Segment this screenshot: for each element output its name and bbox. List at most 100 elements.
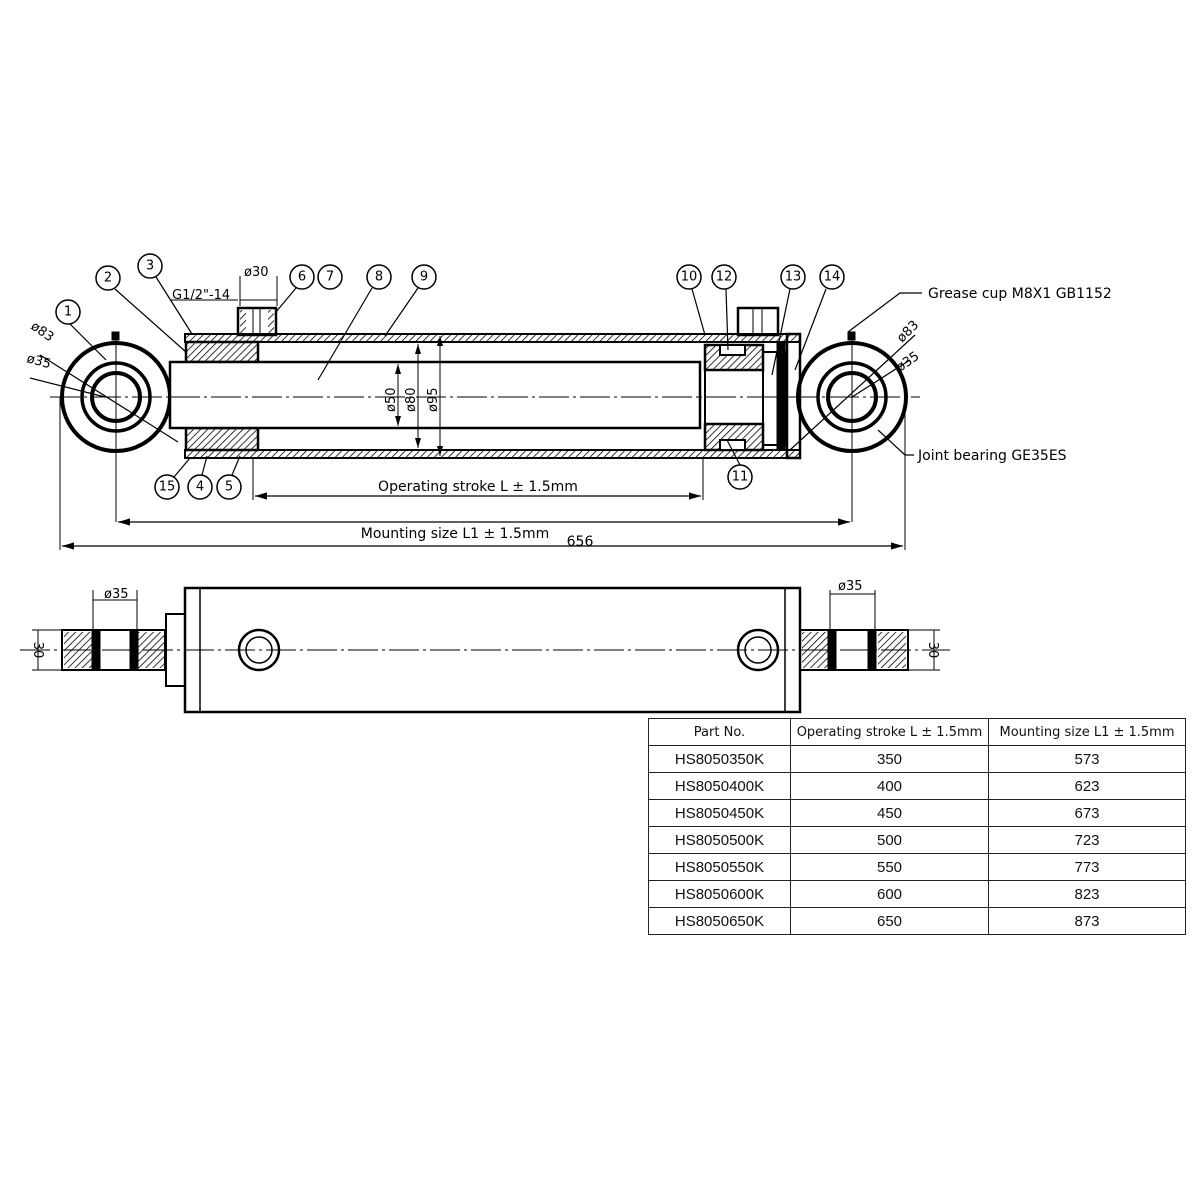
- joint-bearing-label: Joint bearing GE35ES: [917, 448, 1067, 464]
- port-circle-right: [736, 628, 780, 672]
- callout-circle: [819, 264, 845, 290]
- callout-circle: [317, 264, 343, 290]
- callout-number: 4: [196, 480, 204, 495]
- callout-13: 13: [780, 264, 806, 290]
- callout-circle: [676, 264, 702, 290]
- side-view: [20, 586, 950, 714]
- grease-cup-label: Grease cup M8X1 GB1152: [928, 286, 1112, 302]
- port-dia-label: ø30: [244, 265, 269, 280]
- callout-3: 3: [137, 253, 163, 279]
- overall-length-label: 656: [567, 534, 594, 550]
- callout-circle: [137, 253, 163, 279]
- cell-mounting-size: 873: [988, 907, 1186, 935]
- right-eye-side: [799, 629, 909, 671]
- cell-mounting-size: 823: [988, 880, 1186, 908]
- callout-circle: [366, 264, 392, 290]
- port-left: [236, 306, 278, 337]
- cell-part-no: HS8050550K: [648, 853, 791, 881]
- cell-part-no: HS8050450K: [648, 799, 791, 827]
- callout-7: 7: [317, 264, 343, 290]
- cell-mounting-size: 723: [988, 826, 1186, 854]
- callout-number: 8: [375, 270, 383, 285]
- callout-circle: [154, 474, 180, 500]
- callout-number: 5: [225, 480, 233, 495]
- callout-circle: [411, 264, 437, 290]
- callout-circle: [711, 264, 737, 290]
- grease-nipple-right: [847, 331, 856, 341]
- cell-mounting-size: 573: [988, 745, 1186, 773]
- callout-5: 5: [216, 474, 242, 500]
- side-right-dia-label: ø35: [838, 579, 863, 594]
- eye-outer-left-label: ø83: [28, 319, 57, 345]
- cell-operating-stroke: 600: [790, 880, 989, 908]
- left-rod-eye: [29, 331, 179, 522]
- leader-lines: [69, 276, 922, 478]
- side-right-width-label: 30: [925, 642, 940, 659]
- cell-operating-stroke: 650: [790, 907, 989, 935]
- callout-circle: [216, 474, 242, 500]
- callout-number: 14: [824, 270, 841, 285]
- cell-operating-stroke: 500: [790, 826, 989, 854]
- cell-part-no: HS8050350K: [648, 745, 791, 773]
- cell-mounting-size: 673: [988, 799, 1186, 827]
- callout-circle: [780, 264, 806, 290]
- tube-dia-label: ø95: [426, 388, 441, 413]
- callout-circle: [289, 264, 315, 290]
- cell-operating-stroke: 550: [790, 853, 989, 881]
- callout-number: 15: [159, 480, 176, 495]
- cell-part-no: HS8050600K: [648, 880, 791, 908]
- cell-operating-stroke: 400: [790, 772, 989, 800]
- callout-4: 4: [187, 474, 213, 500]
- callout-12: 12: [711, 264, 737, 290]
- callout-2: 2: [95, 265, 121, 291]
- rod-dia-label: ø50: [384, 388, 399, 413]
- callout-number: 9: [420, 270, 428, 285]
- part-spec-table: Part No. Operating stroke L ± 1.5mm Moun…: [648, 718, 1186, 935]
- callout-1: 1: [55, 299, 81, 325]
- callout-number: 6: [298, 270, 306, 285]
- cell-part-no: HS8050650K: [648, 907, 791, 935]
- callout-number: 12: [716, 270, 733, 285]
- cell-part-no: HS8050500K: [648, 826, 791, 854]
- callout-number: 2: [104, 271, 112, 286]
- callout-number: 13: [785, 270, 802, 285]
- thread-label: G1/2"-14: [172, 288, 230, 303]
- callout-9: 9: [411, 264, 437, 290]
- callout-6: 6: [289, 264, 315, 290]
- callout-15: 15: [154, 474, 180, 500]
- callout-circle: [95, 265, 121, 291]
- callout-number: 10: [681, 270, 698, 285]
- callout-circle: [727, 464, 753, 490]
- callout-11: 11: [727, 464, 753, 490]
- callout-number: 7: [326, 270, 334, 285]
- callout-circle: [187, 474, 213, 500]
- cell-mounting-size: 623: [988, 772, 1186, 800]
- header-mounting-size: Mounting size L1 ± 1.5mm: [988, 718, 1186, 746]
- header-operating-stroke: Operating stroke L ± 1.5mm: [790, 718, 989, 746]
- callout-number: 3: [146, 259, 154, 274]
- port-right: [736, 306, 780, 337]
- bore-dia-label: ø80: [404, 388, 419, 413]
- callout-number: 1: [64, 305, 72, 320]
- eye-inner-left-label: ø35: [25, 351, 53, 372]
- left-eye-side: [61, 629, 166, 671]
- mounting-size-label: Mounting size L1 ± 1.5mm: [361, 526, 549, 542]
- callout-number: 11: [732, 470, 749, 485]
- callout-circle: [55, 299, 81, 325]
- eye-outer-right-label: ø83: [894, 318, 922, 346]
- cell-operating-stroke: 450: [790, 799, 989, 827]
- right-rod-eye: [789, 331, 916, 522]
- side-left-dia-label: ø35: [104, 587, 129, 602]
- header-part-no: Part No.: [648, 718, 791, 746]
- grease-nipple-left: [111, 331, 120, 341]
- cell-mounting-size: 773: [988, 853, 1186, 881]
- side-left-width-label: 30: [30, 642, 45, 659]
